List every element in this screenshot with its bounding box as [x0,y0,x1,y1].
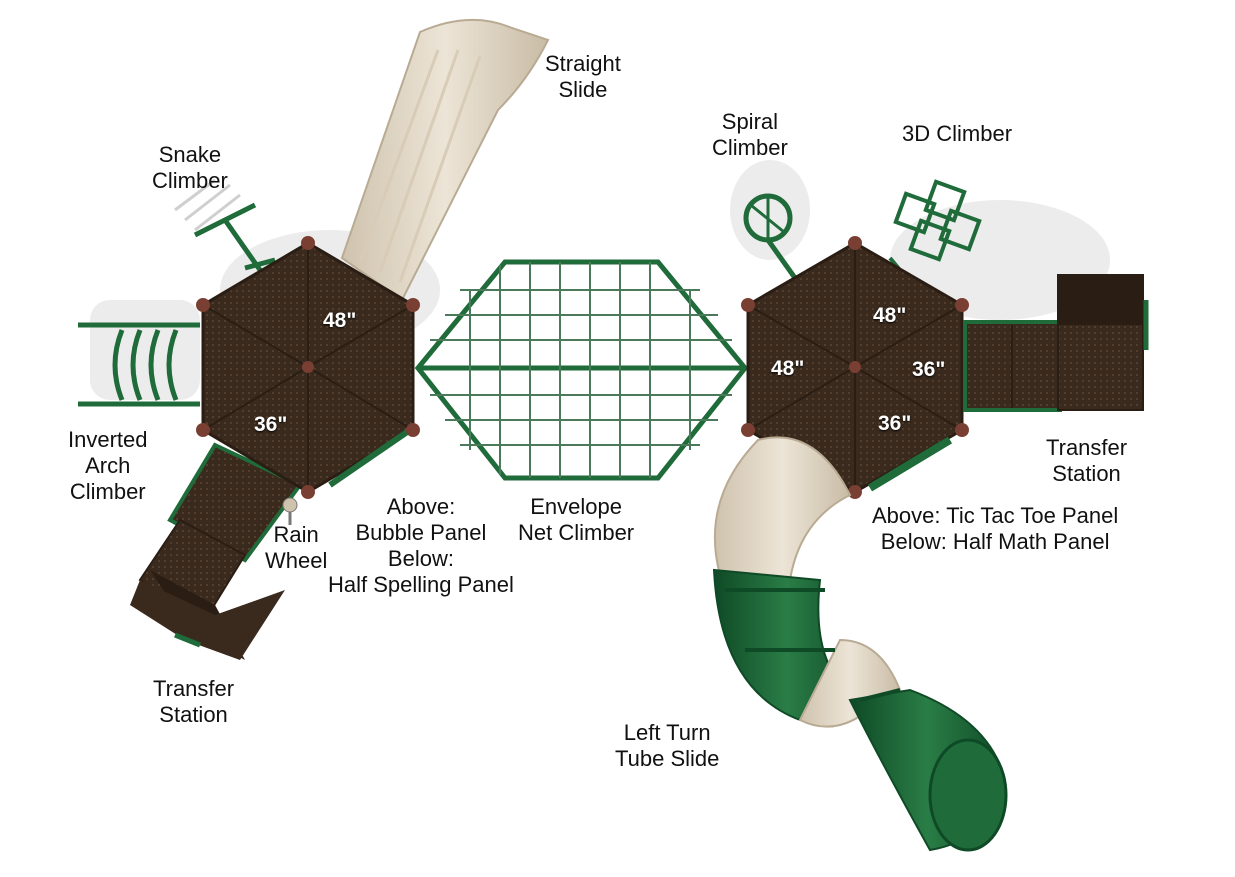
deck-height-right-bottom: 36" [878,412,912,435]
left-transfer-station [130,442,304,660]
tube-slide [712,436,1008,852]
deck-height-right-top: 48" [873,304,907,327]
right-hex-deck [741,236,969,499]
deck-height-left-bottom: 36" [254,413,288,436]
deck-height-left-top: 48" [323,309,357,332]
label-3d-climber: 3D Climber [902,121,1013,146]
right-transfer-station [963,274,1149,412]
deck-height-right-left: 48" [771,357,805,380]
straight-slide [340,19,550,302]
inverted-arch-climber [78,322,200,407]
snake-climber [193,202,276,272]
left-hex-deck [196,236,420,499]
snake-climber-shadow [174,178,241,232]
envelope-net-climber [414,259,749,481]
deck-height-right-right: 36" [912,358,946,381]
rain-wheel [282,497,298,525]
